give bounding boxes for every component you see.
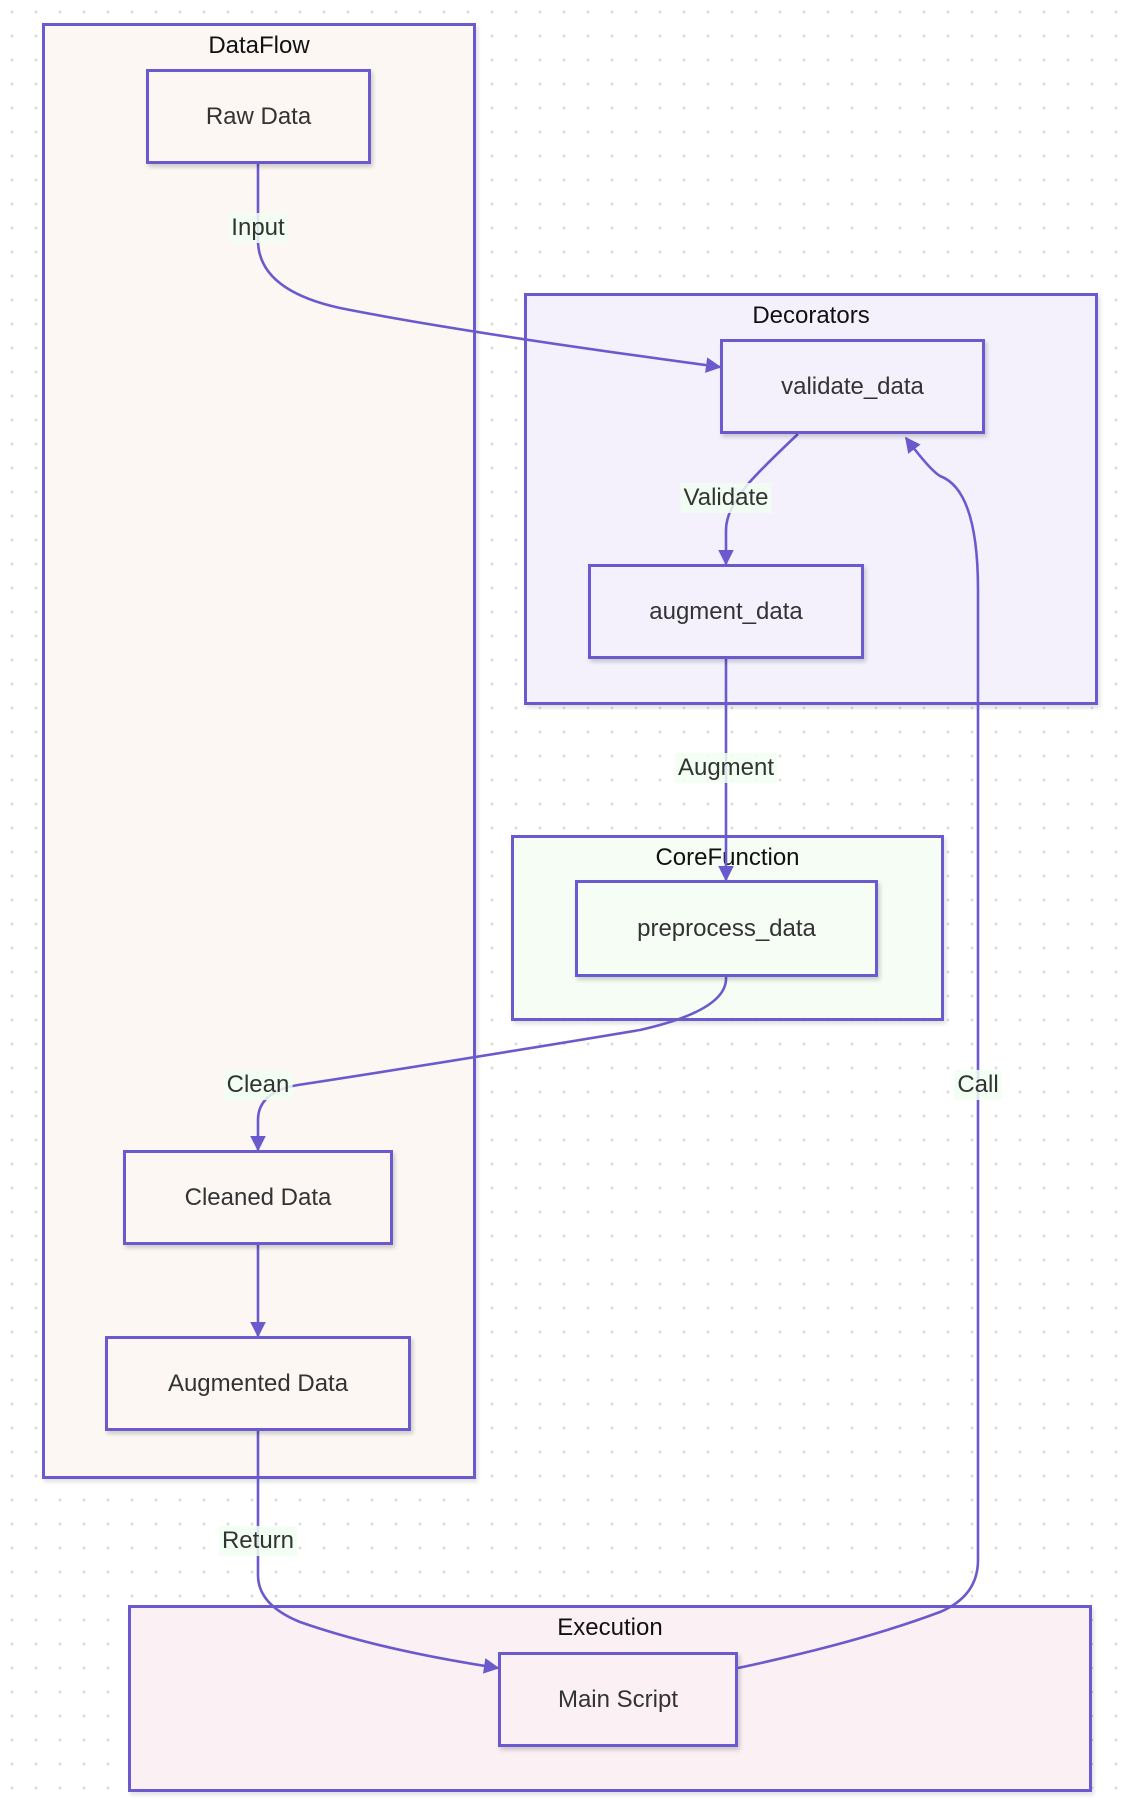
node-validate-data[interactable]: validate_data (720, 339, 985, 434)
cluster-title-decorators: Decorators (752, 302, 870, 329)
edge-label-return: Return (218, 1526, 298, 1556)
cluster-title-dataflow: DataFlow (208, 32, 310, 59)
edge-label-validate: Validate (680, 483, 772, 513)
cluster-title-execution: Execution (557, 1614, 663, 1641)
node-raw-data[interactable]: Raw Data (146, 69, 371, 164)
edge-label-input: Input (228, 213, 288, 243)
node-augment-data[interactable]: augment_data (588, 564, 864, 659)
edge-label-augment: Augment (674, 753, 778, 783)
edge-input (256, 164, 722, 373)
edge-label-call: Call (954, 1070, 1002, 1100)
edge-clean (250, 976, 728, 1152)
node-cleaned-data[interactable]: Cleaned Data (123, 1150, 393, 1245)
edge-call (737, 436, 980, 1670)
node-preprocess-data[interactable]: preprocess_data (575, 880, 878, 977)
node-main-script[interactable]: Main Script (498, 1652, 738, 1747)
node-augmented-data[interactable]: Augmented Data (105, 1336, 411, 1431)
edge-label-clean: Clean (223, 1070, 293, 1100)
edge-return (256, 1431, 500, 1674)
